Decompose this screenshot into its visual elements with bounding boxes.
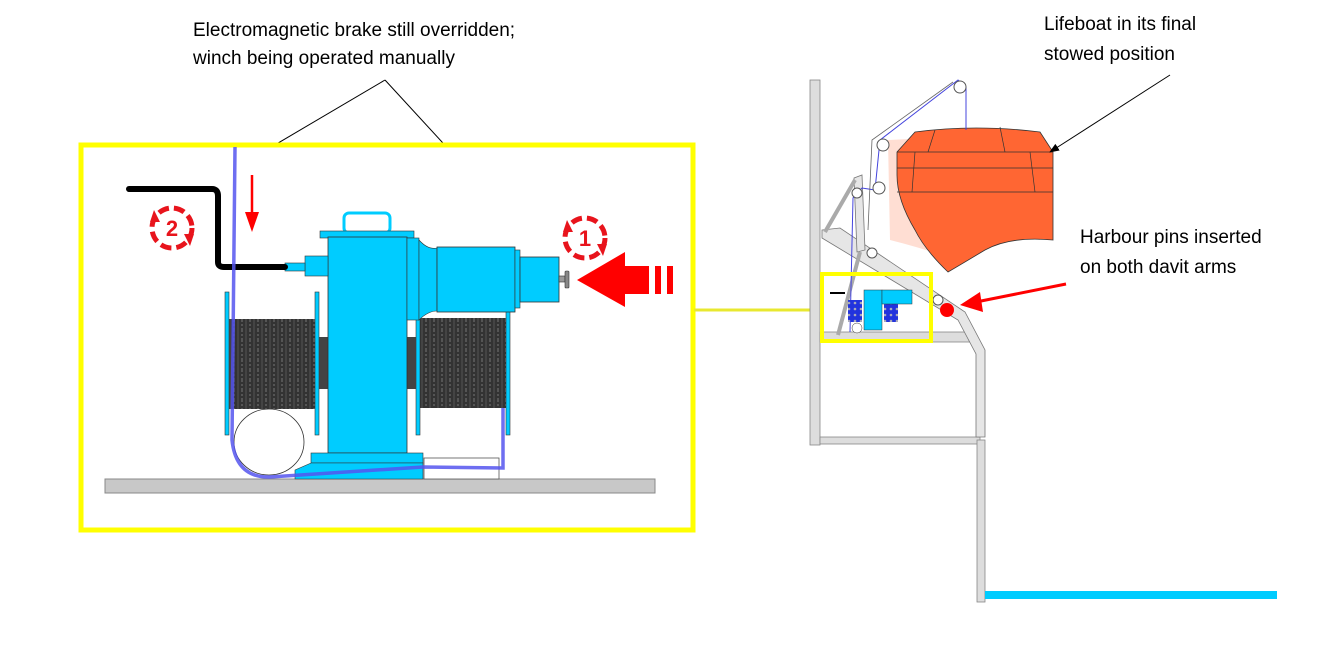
mini-gearbox bbox=[863, 289, 883, 331]
mini-crank bbox=[830, 292, 845, 294]
sheave-wheel bbox=[233, 408, 305, 476]
brake-flange bbox=[514, 249, 521, 309]
fall-wire bbox=[230, 146, 505, 479]
davit-strut bbox=[823, 179, 857, 233]
electromagnetic-brake bbox=[519, 256, 560, 303]
ship-side-wall bbox=[809, 79, 821, 446]
pin-arrow-icon bbox=[960, 292, 983, 312]
column-foot bbox=[310, 452, 424, 464]
left-drum-flange bbox=[224, 291, 230, 436]
winch-detail: 2 1 bbox=[104, 146, 673, 494]
left-drum bbox=[229, 319, 315, 409]
davit-arm bbox=[821, 227, 986, 438]
lifeboat bbox=[896, 127, 1054, 273]
hull-side bbox=[976, 439, 986, 603]
lifeboat-annotation: Lifeboat in its final stowed position bbox=[1044, 14, 1196, 65]
right-axle bbox=[407, 337, 416, 389]
right-drum bbox=[420, 318, 506, 408]
pins-note-line2: on both davit arms bbox=[1080, 257, 1236, 278]
pulley bbox=[953, 80, 967, 94]
deck-floor bbox=[819, 436, 981, 445]
motor-flange bbox=[406, 237, 420, 321]
gearbox-column bbox=[327, 236, 408, 454]
motor-bell bbox=[418, 239, 438, 321]
lifeboat-note-line1: Lifeboat in its final bbox=[1044, 14, 1196, 35]
lifeboat-panel-lines bbox=[897, 126, 1053, 193]
right-drum-flange bbox=[505, 291, 511, 436]
davit-strut bbox=[836, 251, 862, 336]
electric-motor bbox=[436, 246, 516, 313]
down-arrow-icon bbox=[245, 212, 259, 232]
step-1-rotate-icon: 1 bbox=[562, 215, 608, 261]
pulley bbox=[851, 187, 863, 199]
handle-shaft-housing bbox=[304, 255, 329, 277]
pin-arrow-shaft bbox=[975, 282, 1067, 304]
brake-release-stem bbox=[558, 275, 566, 283]
pins-annotation: Harbour pins inserted on both davit arms bbox=[1080, 227, 1262, 278]
lifeboat-note-line2: stowed position bbox=[1044, 44, 1175, 65]
step-2-label: 2 bbox=[166, 216, 178, 241]
pins-note-line1: Harbour pins inserted bbox=[1080, 227, 1262, 248]
davit-overview bbox=[809, 74, 1277, 603]
push-arrow-bar bbox=[655, 266, 661, 294]
step-1-label: 1 bbox=[579, 226, 591, 251]
davit-frame-line bbox=[867, 81, 954, 231]
pulley bbox=[866, 247, 878, 259]
winch-highlight-box bbox=[820, 272, 933, 343]
mini-motor bbox=[881, 289, 913, 305]
pulley bbox=[872, 181, 886, 195]
base-plate bbox=[104, 478, 656, 494]
leader-line-lifeboat bbox=[1049, 74, 1171, 153]
mini-sheave bbox=[851, 322, 863, 334]
left-drum-flange bbox=[314, 291, 320, 436]
winch-note-line1: Electromagnetic brake still overridden; bbox=[193, 20, 515, 41]
step-2-rotate-icon: 2 bbox=[149, 205, 195, 251]
pulley bbox=[876, 138, 890, 152]
left-axle bbox=[319, 337, 328, 389]
push-arrow-bar bbox=[667, 266, 673, 294]
brake-release-knob bbox=[564, 270, 570, 289]
pulley bbox=[932, 294, 944, 306]
mini-drum bbox=[884, 300, 898, 322]
harbour-pin bbox=[940, 303, 954, 317]
manual-crank-handle bbox=[126, 186, 288, 270]
winch-note-line2: winch being operated manually bbox=[192, 48, 455, 69]
mini-drum bbox=[848, 300, 862, 322]
push-arrow-icon bbox=[577, 252, 649, 307]
